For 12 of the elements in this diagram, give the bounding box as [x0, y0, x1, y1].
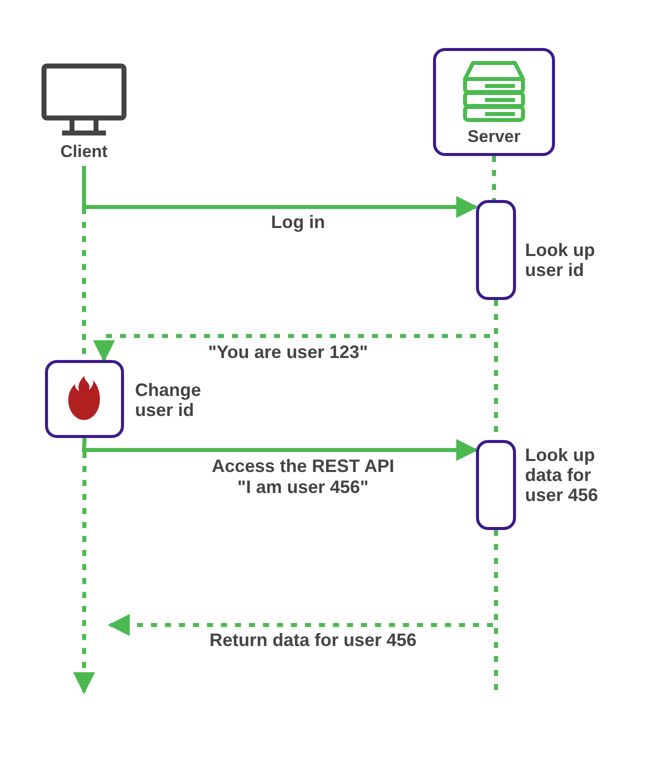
lifeline	[492, 156, 496, 200]
activation-bar	[476, 440, 516, 530]
participant-box	[45, 360, 124, 438]
participant-label: Client	[59, 142, 109, 162]
lifeline	[73, 438, 96, 694]
step-caption: Change user id	[135, 380, 202, 420]
step-caption: Look up data for user 456	[525, 445, 600, 505]
participant-label: Server	[466, 127, 522, 147]
activation-bar	[476, 200, 516, 300]
step-caption: Look up user id	[525, 240, 596, 280]
message-arrow	[82, 438, 478, 461]
participant-box	[433, 48, 555, 156]
